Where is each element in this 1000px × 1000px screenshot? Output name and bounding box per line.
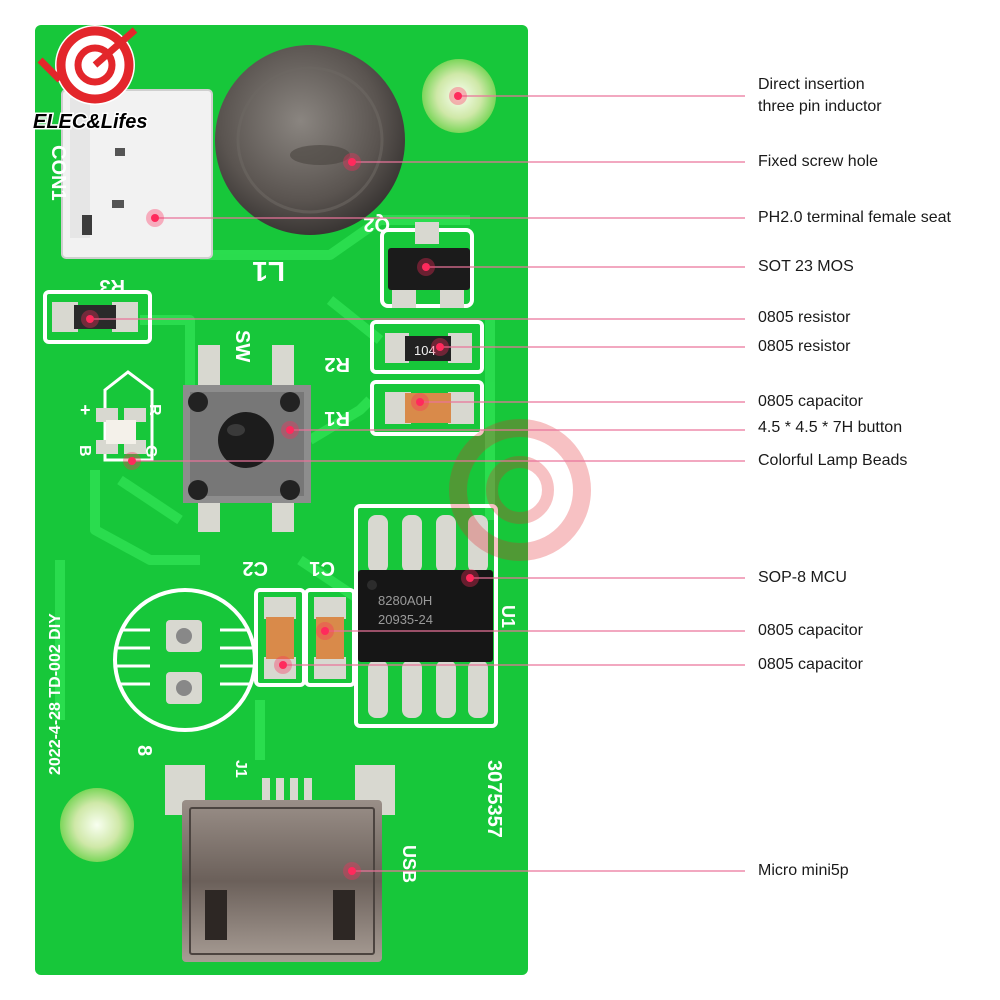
c1-capacitor <box>304 588 356 687</box>
callout-label-line: Micro mini5p <box>758 862 849 879</box>
sop8-mcu <box>354 504 498 728</box>
callout-label-line: 0805 capacitor <box>758 393 863 410</box>
callout-label-9: Colorful Lamp Beads <box>758 450 907 472</box>
silk-g: G <box>142 445 159 457</box>
callout-label-1: Direct insertion three pin inductor <box>758 74 882 118</box>
silk-con: CON1 <box>47 145 69 201</box>
brand-name: ELEC&Lifes <box>33 111 147 133</box>
r1-capacitor <box>370 380 484 436</box>
callout-label-line: Direct insertion <box>758 76 865 93</box>
callout-dot-4 <box>422 263 430 271</box>
silkscreen: CON1 L1 Q2 R3 SW R2 R1 104 + B G R C2 C1… <box>47 145 518 883</box>
callout-label-line: SOP-8 MCU <box>758 569 847 586</box>
silk-r: R <box>146 404 163 416</box>
callout-label-6: 0805 resistor <box>758 336 851 358</box>
callout-label-line: 0805 capacitor <box>758 622 863 639</box>
silk-8: 8 <box>133 745 155 756</box>
silk-b: B <box>76 445 93 457</box>
atomizer-footprint <box>113 588 257 732</box>
silk-r3: R3 <box>99 275 125 297</box>
callout-label-line: 0805 capacitor <box>758 656 863 673</box>
push-button <box>183 345 311 532</box>
callout-dot-5 <box>86 315 94 323</box>
callout-label-7: 0805 capacitor <box>758 391 863 413</box>
callout-label-line: SOT 23 MOS <box>758 258 854 275</box>
brand-logo: ELEC&Lifes <box>32 25 149 135</box>
silk-u1: U1 <box>498 605 518 628</box>
callout-label-4: SOT 23 MOS <box>758 256 854 278</box>
silk-c2: C2 <box>242 557 268 579</box>
mcu-marking-line2: 20935-24 <box>378 612 433 627</box>
callout-label-line: three pin inductor <box>758 98 882 115</box>
callout-label-line: Fixed screw hole <box>758 153 879 170</box>
callout-label-line: 0805 resistor <box>758 338 851 355</box>
ph20-connector <box>61 89 213 259</box>
silk-l1: L1 <box>252 256 285 287</box>
callout-label-line: PH2.0 terminal female seat <box>758 209 951 226</box>
silk-usb: USB <box>399 845 419 883</box>
rgb-led <box>96 370 154 462</box>
callout-dot-9 <box>128 457 136 465</box>
callout-dot-10 <box>466 574 474 582</box>
callout-dot-8 <box>286 426 294 434</box>
callout-dot-6 <box>436 343 444 351</box>
silk-sw: SW <box>231 330 253 362</box>
callout-label-2: Fixed screw hole <box>758 151 878 173</box>
silk-date: 2022-4-28 TD-002 DIY <box>47 613 64 775</box>
inductor-coil <box>215 45 405 235</box>
callout-label-10: SOP-8 MCU <box>758 567 847 589</box>
silk-q2: Q2 <box>363 213 390 235</box>
micro-usb-connector <box>165 765 395 962</box>
r3-resistor <box>43 290 152 344</box>
watermark-text: Lifes <box>528 589 617 631</box>
callout-label-11: 0805 capacitor <box>758 620 863 642</box>
callout-label-line: 4.5 * 4.5 * 7H button <box>758 419 903 436</box>
callout-dot-12 <box>279 661 287 669</box>
callout-dot-7 <box>416 398 424 406</box>
center-watermark: Lifes <box>449 419 617 631</box>
silk-j1: J1 <box>232 760 249 778</box>
callout-dot-1 <box>454 92 462 100</box>
mcu-marking-line1: 8280A0H <box>378 593 432 608</box>
silk-serial: 3075357 <box>483 760 505 838</box>
callout-dot-13 <box>348 867 356 875</box>
callout-label-5: 0805 resistor <box>758 307 851 329</box>
mounting-hole-bottom <box>60 788 134 862</box>
silk-plus: + <box>80 400 91 420</box>
callout-leaders <box>81 87 745 880</box>
callout-label-line: Colorful Lamp Beads <box>758 452 908 469</box>
callout-dot-3 <box>151 214 159 222</box>
callout-label-12: 0805 capacitor <box>758 654 863 676</box>
silk-c1: C1 <box>309 557 335 579</box>
callout-dot-2 <box>348 158 356 166</box>
c2-capacitor <box>254 588 306 687</box>
callout-label-3: PH2.0 terminal female seat <box>758 207 951 229</box>
silk-res-code: 104 <box>414 343 436 358</box>
callout-label-line: 0805 resistor <box>758 309 851 326</box>
callout-label-13: Micro mini5p <box>758 860 849 882</box>
callout-label-8: 4.5 * 4.5 * 7H button <box>758 417 902 439</box>
callout-dot-11 <box>321 627 329 635</box>
silk-r1: R1 <box>324 407 350 429</box>
silk-r2: R2 <box>324 353 350 375</box>
